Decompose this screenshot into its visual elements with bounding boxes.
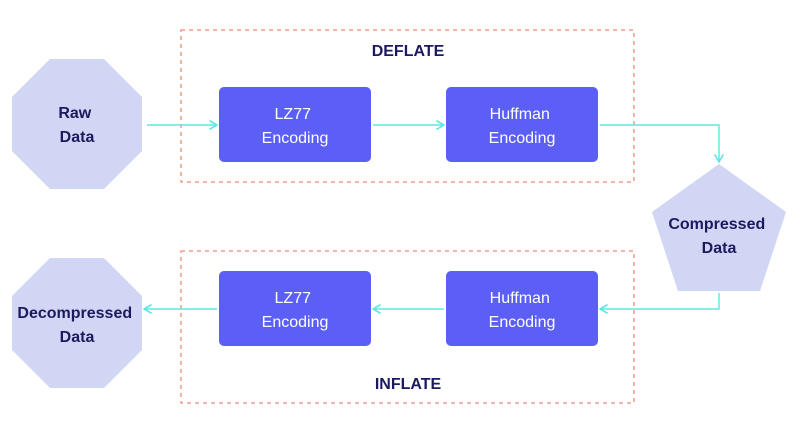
deflate-huffman-line2: Encoding [489, 130, 556, 147]
compressed-data-line2: Data [702, 240, 737, 257]
deflate-huffman-box [446, 87, 598, 162]
decompressed-data-label: Decompressed Data [17, 305, 136, 346]
decompressed-data-line1: Decompressed [17, 305, 132, 322]
compressed-data-pentagon [652, 164, 786, 291]
inflate-huffman-line2: Encoding [489, 314, 556, 331]
inflate-huffman-label: Huffman Encoding [489, 290, 556, 331]
raw-data-line1: Raw [58, 105, 91, 122]
deflate-huffman-line1: Huffman [490, 106, 550, 123]
inflate-lz77-box [219, 271, 371, 346]
inflate-lz77-line2: Encoding [262, 314, 329, 331]
inflate-huffman-line1: Huffman [490, 290, 550, 307]
compressed-data-label: Compressed Data [668, 216, 769, 257]
inflate-huffman-box [446, 271, 598, 346]
decompressed-data-line2: Data [60, 329, 95, 346]
arrow-compressed-to-huffman [599, 293, 720, 314]
deflate-huffman-label: Huffman Encoding [489, 106, 556, 147]
deflate-lz77-box [219, 87, 371, 162]
compressed-data-line1: Compressed [668, 216, 765, 233]
decompressed-data-octagon [12, 258, 142, 388]
inflate-lz77-label: LZ77 Encoding [262, 290, 329, 331]
deflate-title: DEFLATE [372, 43, 445, 60]
raw-data-label: Raw Data [58, 105, 95, 146]
raw-data-octagon [12, 59, 142, 189]
raw-data-line2: Data [60, 129, 95, 146]
inflate-lz77-line1: LZ77 [275, 290, 312, 307]
inflate-title: INFLATE [375, 376, 442, 393]
inflate-group-border [180, 250, 635, 404]
deflate-lz77-line2: Encoding [262, 130, 329, 147]
deflate-lz77-label: LZ77 Encoding [262, 106, 329, 147]
deflate-lz77-line1: LZ77 [275, 106, 312, 123]
deflate-group-border [180, 29, 635, 183]
arrow-huffman-to-compressed [600, 124, 724, 163]
